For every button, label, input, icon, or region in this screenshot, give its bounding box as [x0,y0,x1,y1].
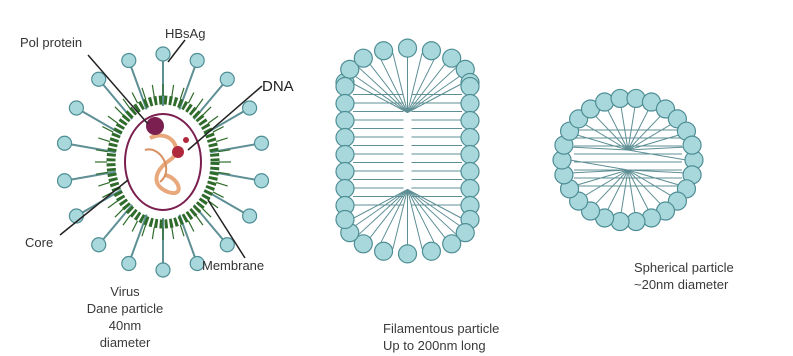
sphere-inner-line [570,160,628,170]
virus-caption-line-3: 40nm [109,318,142,333]
virus-surface-projection [152,227,154,239]
virus-spike-stalk [129,215,147,264]
filament-bead-bottom [422,242,440,260]
virus-spike-bead [254,174,268,188]
virus-spike-bead [58,136,72,150]
filament-bead-bottom [399,245,417,263]
core-pointer [60,180,128,235]
virus-spike-bead [156,263,170,277]
virus-surface-projection [98,182,109,186]
virus-surface-projection [108,201,118,208]
virus-spike-bead [243,209,257,223]
filamentous-caption: Filamentous particle Up to 200nm long [383,321,499,353]
dna-label: DNA [262,78,294,95]
spherical-caption-line-1: Spherical particle [634,260,734,275]
virus-spike-bead [243,101,257,115]
filament-bead-left [336,146,354,164]
hbsag-pointer [168,40,185,62]
filament-bead-left [336,180,354,198]
pol-protein-tiny [183,137,189,143]
virus-spike-bead [122,256,136,270]
virus-surface-projection [188,221,193,232]
filament-bead-bottom [443,235,461,253]
filament-bead-right [461,146,479,164]
membrane-label: Membrane [202,258,264,273]
virus-spike-bead [220,72,234,86]
filament-bead-top [422,42,440,60]
virus-surface-projection [172,227,174,239]
filament-cap-line [379,56,407,112]
sphere-bead [627,213,645,231]
filament-bead-right [461,180,479,198]
virus-surface-projection [108,116,118,123]
sphere-surface-beads [553,89,703,230]
filament-cap-line [379,190,407,246]
filament-bead-top [399,39,417,57]
filamentous-caption-line-1: Filamentous particle [383,321,499,336]
dane-particle-virus [58,47,269,277]
spherical-caption: Spherical particle ~20nm diameter [634,260,734,292]
filament-bead-bottom [375,242,393,260]
virus-surface-projection [132,93,137,104]
virus-spike-bead [58,174,72,188]
virus-caption-line-2: Dane particle [87,301,164,316]
virus-surface-projection [123,215,130,225]
filament-inner-lines [351,52,464,250]
filament-bead-right [461,129,479,147]
sphere-bead [611,89,629,107]
filament-bead-left [336,78,354,96]
virus-surface-projection [188,93,193,104]
filamentous-particle [336,39,479,263]
filament-bead-top [375,42,393,60]
filament-bead-right [461,112,479,130]
filament-cap-line [408,56,436,112]
filament-bead-left [336,95,354,113]
virus-spike-bead [190,54,204,68]
sphere-bead [683,136,701,154]
filament-bead-right [461,163,479,181]
virus-spike-bead [220,238,234,252]
virus-spike-bead [92,238,106,252]
sphere-inner-line [628,150,686,160]
pol-protein [146,117,164,135]
pol-protein-small [172,146,184,158]
filament-bead-bottom [336,211,354,229]
virus-spike-bead [122,54,136,68]
virus-surface-projection [152,85,154,97]
filament-bead-left [336,129,354,147]
hbsag-label: HBsAg [165,26,205,41]
virus-surface-projection [132,221,137,232]
filament-bead-left [336,163,354,181]
virus-surface-projection [216,182,227,186]
core-label: Core [25,235,53,250]
virus-surface-projection [216,138,227,142]
virus-caption-line-1: Virus [110,284,140,299]
virus-spike-bead [254,136,268,150]
virus-surface-projection [172,85,174,97]
pol-protein-label: Pol protein [20,35,82,50]
filament-bead-right [461,95,479,113]
virus-caption-line-4: diameter [100,335,151,350]
virus-spike-bead [156,47,170,61]
virus-surface-projection [98,138,109,142]
virus-spike-stalk [129,61,147,110]
filament-cap-line [408,190,436,246]
virus-spike-bead [92,72,106,86]
filament-bead-top [354,49,372,67]
virus-spike-bead [69,101,83,115]
virus-surface-projection [196,215,203,225]
filament-bead-left [336,112,354,130]
filament-bead-right [461,78,479,96]
virus-surface-projection [196,99,203,109]
virus-surface-projection [208,116,218,123]
spherical-particle [553,89,703,230]
filamentous-caption-line-2: Up to 200nm long [383,338,486,353]
spherical-caption-line-2: ~20nm diameter [634,277,729,292]
virus-caption: Virus Dane particle 40nm diameter [87,284,164,350]
